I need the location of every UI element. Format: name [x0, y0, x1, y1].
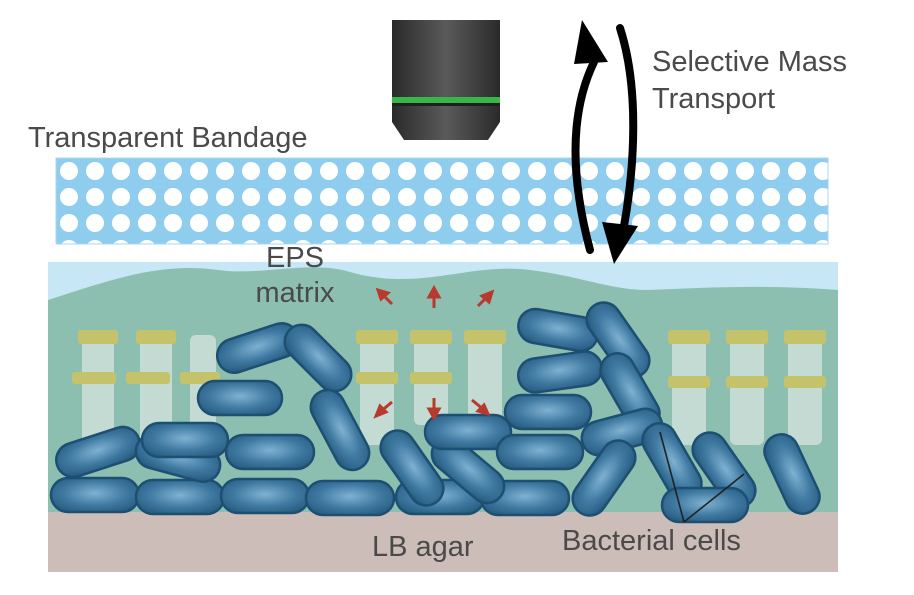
bacterial-cell — [763, 433, 821, 515]
transport-label-line2: Transport — [652, 83, 776, 115]
bacterial-cell — [585, 301, 651, 379]
transparent-bandage-label: Transparent Bandage — [28, 122, 308, 154]
eps-label-line1: EPS — [265, 242, 325, 274]
bacterial-cell — [49, 476, 141, 514]
diffusion-arrow — [375, 287, 394, 306]
bacterial-cells-label: Bacterial cells — [562, 525, 741, 557]
bacterial-cell — [309, 388, 371, 472]
bacterial-cell — [140, 421, 230, 459]
bacterial-cell — [134, 478, 226, 516]
bacterial-cell — [571, 439, 637, 517]
bacterial-cell — [503, 393, 593, 431]
eps-matrix-label: EPS matrix — [240, 241, 350, 311]
diffusion-arrow — [426, 398, 442, 422]
microscope-objective-icon — [392, 20, 500, 140]
bacterial-cell — [224, 433, 316, 471]
bidirectional-arrow-icon — [571, 20, 638, 264]
diffusion-arrow — [476, 289, 495, 308]
diffusion-arrows — [373, 284, 495, 422]
bacterial-cells-group — [49, 301, 821, 524]
lb-agar-label: LB agar — [372, 531, 474, 563]
diffusion-arrow — [471, 398, 491, 417]
bacterial-cell — [55, 425, 141, 479]
bacterial-cell — [304, 479, 396, 517]
bacterial-cell — [196, 379, 284, 417]
bacterial-cell — [423, 413, 513, 451]
bandage-mesh — [55, 157, 829, 245]
diffusion-arrow — [426, 284, 442, 308]
bacterial-cell — [219, 477, 311, 515]
bacterial-cell — [379, 429, 445, 507]
eps-label-line2: matrix — [255, 277, 335, 309]
bacterial-cell — [283, 323, 353, 393]
bacterial-cell — [495, 433, 585, 471]
transport-label-line1: Selective Mass — [652, 46, 848, 78]
selective-transport-label: Selective Mass Transport — [652, 44, 847, 118]
cell-pointer-lines — [659, 431, 745, 523]
channel-bands — [72, 330, 826, 388]
eps-pockets — [82, 335, 822, 445]
diffusion-arrow — [373, 400, 393, 419]
